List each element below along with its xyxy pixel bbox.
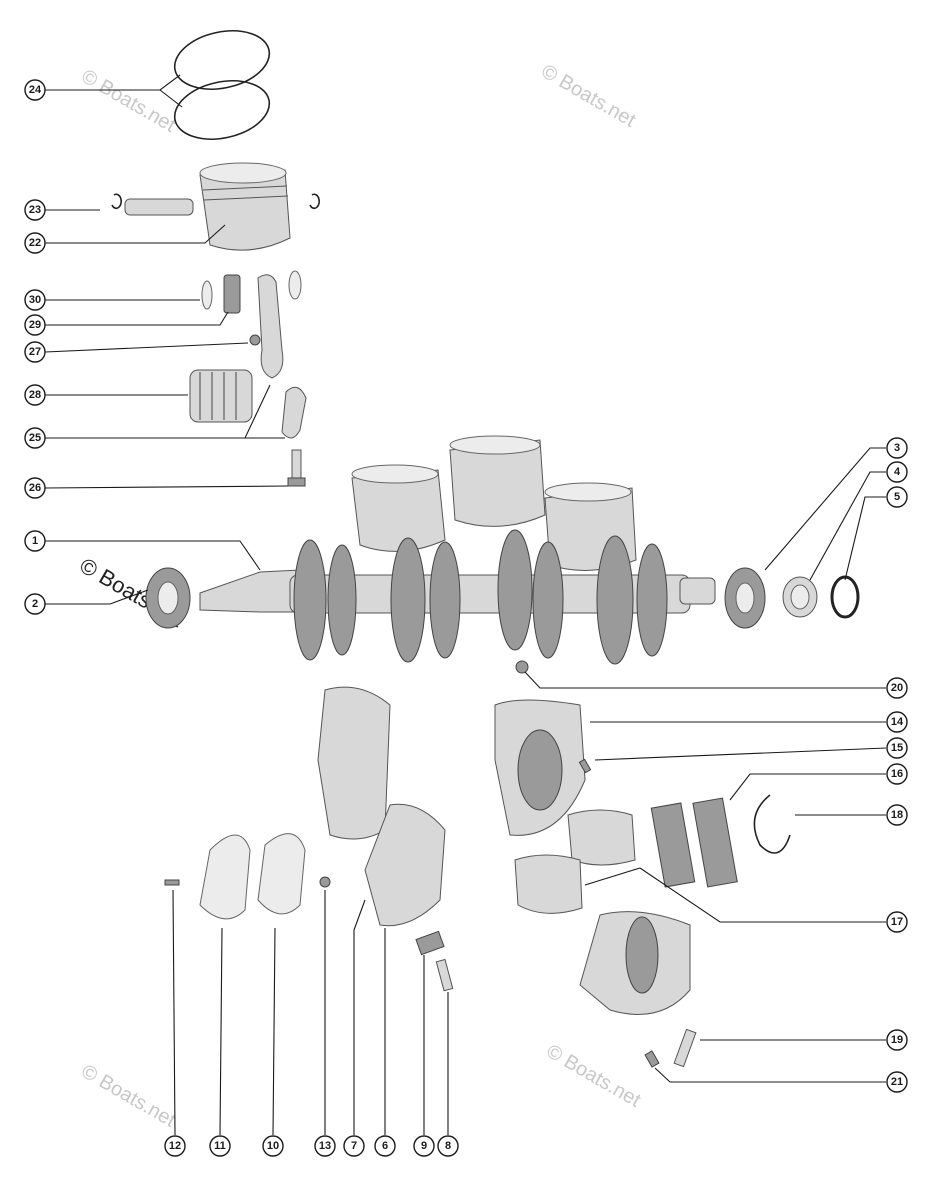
callout-11-label: 11 (214, 1140, 226, 1152)
callout-16-label: 16 (891, 768, 903, 780)
callout-14[interactable]: 14 (886, 711, 908, 733)
washer-27-illustration (249, 334, 261, 346)
callout-28[interactable]: 28 (24, 384, 46, 406)
reed-petal-10-illustration (257, 833, 306, 915)
callout-7-label: 7 (351, 1140, 357, 1152)
watermark-bottom-left: © Boats.net (78, 1060, 180, 1132)
callout-20[interactable]: 20 (886, 677, 908, 699)
watermark-top-left: © Boats.net (78, 65, 180, 137)
piston-rings-illustration (173, 30, 271, 140)
cover-plate-illustration (364, 803, 446, 927)
piston-pin-illustration (124, 198, 194, 216)
callout-6[interactable]: 6 (374, 1135, 396, 1157)
callout-30[interactable]: 30 (24, 289, 46, 311)
callout-5-label: 5 (894, 491, 900, 503)
callout-18[interactable]: 18 (886, 804, 908, 826)
callout-7[interactable]: 7 (343, 1135, 365, 1157)
screw-19-illustration (673, 1028, 697, 1068)
oil-seal-illustration (830, 575, 860, 619)
watermark-bottom-right: © Boats.net (543, 1040, 645, 1112)
callout-10[interactable]: 10 (262, 1135, 284, 1157)
callout-26-label: 26 (29, 482, 41, 494)
callout-27[interactable]: 27 (24, 341, 46, 363)
screw-12-illustration (164, 879, 180, 886)
thrust-washer-illustration (201, 270, 302, 310)
reed-block-illustration (317, 686, 391, 840)
callout-9-label: 9 (421, 1140, 427, 1152)
retaining-ring-illustration (753, 794, 791, 854)
piston-pin-clip-illustration (111, 193, 320, 210)
callout-29-label: 29 (29, 319, 41, 331)
callout-21-label: 21 (891, 1076, 903, 1088)
front-bearing-illustration (145, 567, 191, 629)
callout-1[interactable]: 1 (24, 530, 46, 552)
plate-9-illustration (415, 930, 445, 956)
dowel-21-illustration (644, 1050, 660, 1068)
connecting-rod-illustration (257, 274, 307, 439)
callout-20-label: 20 (891, 682, 903, 694)
callout-11[interactable]: 11 (209, 1135, 231, 1157)
callout-8-label: 8 (445, 1140, 451, 1152)
dowel-pin-15-illustration (578, 758, 592, 774)
callout-19[interactable]: 19 (886, 1029, 908, 1051)
needle-bearing-illustration (223, 274, 241, 314)
reed-petal-11-illustration (199, 834, 251, 920)
callout-23[interactable]: 23 (24, 199, 46, 221)
callout-25[interactable]: 25 (24, 427, 46, 449)
callout-27-label: 27 (29, 346, 41, 358)
watermark-top-right: © Boats.net (538, 60, 640, 132)
callout-13[interactable]: 13 (314, 1135, 336, 1157)
callout-23-label: 23 (29, 204, 41, 216)
nut-13-illustration (319, 876, 331, 888)
callout-10-label: 10 (267, 1140, 279, 1152)
callout-4[interactable]: 4 (886, 461, 908, 483)
callout-24-label: 24 (29, 84, 42, 96)
bearing-half-illustration (514, 809, 636, 914)
crankshaft-illustration (199, 435, 716, 665)
callout-4-label: 4 (894, 466, 901, 478)
bearing-race-illustration (782, 576, 818, 618)
leader-lines (44, 74, 887, 1136)
rear-bearing-illustration (724, 567, 766, 629)
callout-21[interactable]: 21 (886, 1071, 908, 1093)
callout-15-label: 15 (891, 742, 903, 754)
rod-bolt-illustration (287, 449, 306, 487)
callout-3-label: 3 (894, 442, 900, 454)
callout-1-label: 1 (32, 535, 38, 547)
callout-22-label: 22 (29, 237, 41, 249)
lower-bearing-cage-illustration (579, 911, 691, 1015)
piston-illustration (199, 162, 291, 251)
callout-19-label: 19 (891, 1034, 903, 1046)
ball-20-illustration (515, 660, 529, 674)
callout-24[interactable]: 24 (24, 79, 46, 101)
roller-bearing-28-illustration (189, 369, 253, 423)
callout-6-label: 6 (382, 1140, 388, 1152)
callout-5[interactable]: 5 (886, 486, 908, 508)
callout-28-label: 28 (29, 389, 41, 401)
callout-8[interactable]: 8 (437, 1135, 459, 1157)
callout-26[interactable]: 26 (24, 477, 46, 499)
callout-2-label: 2 (32, 598, 38, 610)
callout-16[interactable]: 16 (886, 763, 908, 785)
callout-14-label: 14 (891, 716, 904, 728)
screw-8-illustration (435, 958, 454, 992)
callout-25-label: 25 (29, 432, 41, 444)
callout-12[interactable]: 12 (164, 1135, 186, 1157)
callout-3[interactable]: 3 (886, 437, 908, 459)
callout-22[interactable]: 22 (24, 232, 46, 254)
callout-15[interactable]: 15 (886, 737, 908, 759)
needle-roller-illustration (650, 797, 738, 888)
callout-9[interactable]: 9 (413, 1135, 435, 1157)
callout-17[interactable]: 17 (886, 911, 908, 933)
main-bearing-cage-illustration (494, 699, 586, 836)
callout-2[interactable]: 2 (24, 593, 46, 615)
callout-18-label: 18 (891, 809, 903, 821)
callout-29[interactable]: 29 (24, 314, 46, 336)
callout-13-label: 13 (319, 1140, 331, 1152)
callout-30-label: 30 (29, 294, 41, 306)
callout-17-label: 17 (891, 916, 903, 928)
callout-12-label: 12 (169, 1140, 181, 1152)
